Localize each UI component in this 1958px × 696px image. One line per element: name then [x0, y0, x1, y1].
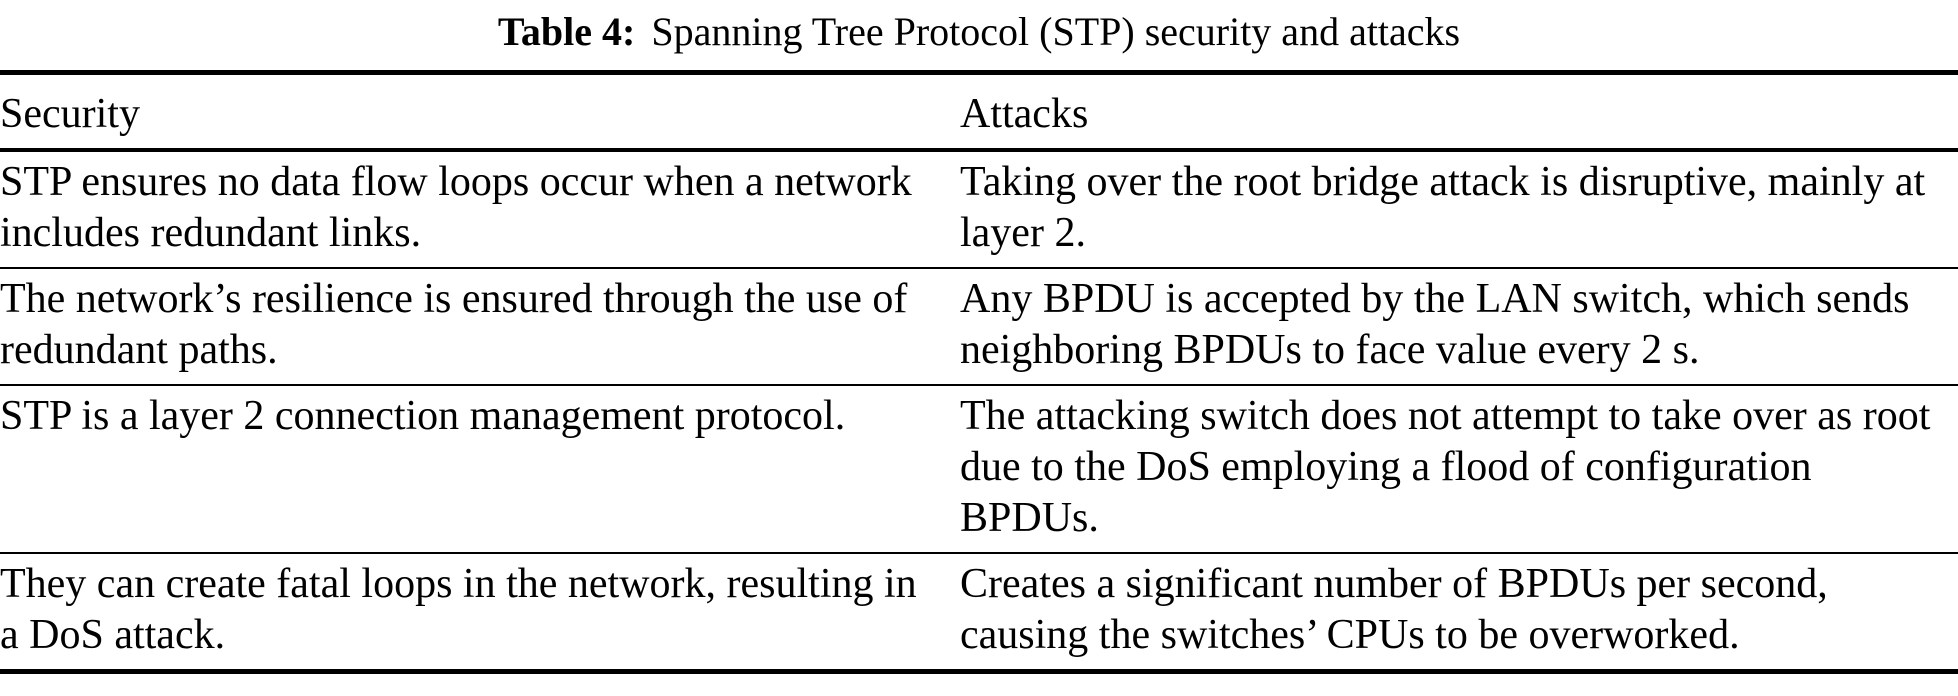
table-row: STP ensures no data flow loops occur whe…: [0, 150, 1958, 269]
table-row: They can create fatal loops in the netwo…: [0, 553, 1958, 672]
column-header-attacks: Attacks: [960, 72, 1958, 152]
security-cell: STP is a layer 2 connection management p…: [0, 385, 960, 554]
table-figure: Table 4: Spanning Tree Protocol (STP) sec…: [0, 0, 1958, 674]
table-caption-text: Spanning Tree Protocol (STP) security an…: [651, 9, 1461, 54]
table-caption: Table 4: Spanning Tree Protocol (STP) sec…: [0, 0, 1958, 70]
column-header-security: Security: [0, 72, 960, 152]
attacks-cell: The attacking switch does not attempt to…: [960, 385, 1958, 554]
security-cell: The network’s resilience is ensured thro…: [0, 268, 960, 386]
security-cell: STP ensures no data flow loops occur whe…: [0, 150, 960, 269]
attacks-cell: Any BPDU is accepted by the LAN switch, …: [960, 268, 1958, 386]
table-row: The network’s resilience is ensured thro…: [0, 268, 1958, 386]
header-row: Security Attacks: [0, 72, 1958, 152]
table-caption-label: Table 4:: [497, 9, 636, 54]
stp-security-attacks-table: Security Attacks STP ensures no data flo…: [0, 70, 1958, 674]
table-row: STP is a layer 2 connection management p…: [0, 385, 1958, 554]
attacks-cell: Creates a significant number of BPDUs pe…: [960, 561, 1828, 658]
attacks-cell: Taking over the root bridge attack is di…: [960, 150, 1958, 269]
security-cell: They can create fatal loops in the netwo…: [0, 561, 917, 658]
